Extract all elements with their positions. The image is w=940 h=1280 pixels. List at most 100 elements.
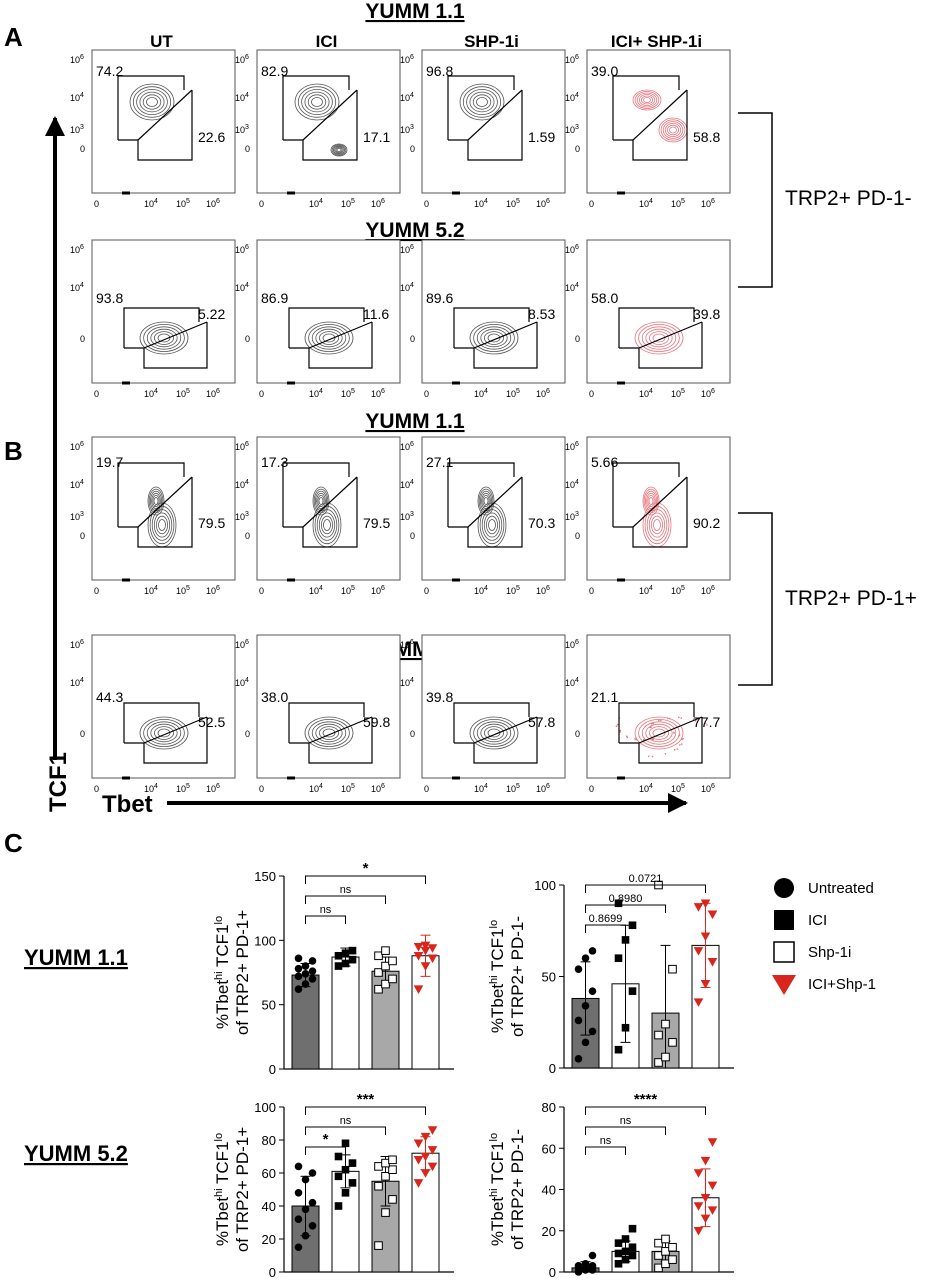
event-dot <box>676 748 679 750</box>
contour-line <box>645 723 673 743</box>
contour-line <box>136 89 168 116</box>
pct-lower: 52.5 <box>198 714 225 730</box>
ytick-mid: 104 <box>565 282 579 293</box>
point-circle <box>301 980 310 988</box>
point-circle <box>588 947 597 955</box>
point-triangle <box>700 1214 711 1224</box>
point-square <box>348 1179 357 1187</box>
ytick-zero: 0 <box>410 531 415 541</box>
contour-line <box>641 721 677 745</box>
xtick-zero: 0 <box>94 199 99 209</box>
point-triangle <box>427 1126 438 1135</box>
xtick-4-exp: 4 <box>649 783 653 790</box>
contour-line <box>318 497 324 505</box>
point-open-square <box>668 1242 677 1252</box>
event-dot <box>678 734 681 736</box>
ytick-low-exp: 3 <box>575 124 579 131</box>
ytick-mid: 104 <box>565 479 579 490</box>
column-head-1: ICI <box>316 32 338 51</box>
y-tick-label: 0 <box>269 1062 276 1077</box>
xtick-4: 104 <box>639 198 653 209</box>
legend-label: Shp-1i <box>808 944 851 961</box>
ytick-zero: 0 <box>245 144 250 154</box>
gate-diagonal <box>473 321 538 349</box>
point-square <box>621 1235 630 1243</box>
event-dot <box>704 722 707 725</box>
point-triangle <box>427 1162 438 1172</box>
ytick-top-base: 10 <box>400 245 410 255</box>
y-label-line2: of TRP2+ PD-1- <box>508 1129 527 1250</box>
contour-line <box>312 486 330 516</box>
ytick-top-exp: 6 <box>80 441 84 448</box>
contour-line <box>648 512 666 538</box>
bar-1 <box>331 1170 360 1273</box>
pct-lower: 1.59 <box>528 129 555 145</box>
xtick-6-base: 10 <box>206 586 216 596</box>
ytick-top-exp: 6 <box>80 54 84 61</box>
xtick-6: 106 <box>536 198 550 209</box>
ytick-zero: 0 <box>80 531 85 541</box>
xtick-5-exp: 5 <box>351 388 355 395</box>
xtick-6: 106 <box>536 783 550 794</box>
ytick-mid-exp: 4 <box>575 282 579 289</box>
ytick-mid: 104 <box>70 282 84 293</box>
ytick-mid: 104 <box>235 92 249 103</box>
ytick-top-base: 10 <box>235 640 245 650</box>
ytick-mid-exp: 4 <box>80 479 84 486</box>
event-dot <box>669 717 671 720</box>
ytick-mid-exp: 4 <box>245 282 249 289</box>
contour-line <box>153 726 174 740</box>
ytick-zero: 0 <box>245 531 250 541</box>
event-dot <box>694 720 697 722</box>
point-circle <box>294 985 303 994</box>
point-square <box>628 987 637 995</box>
event-dot <box>619 731 621 733</box>
y-label-sup1: hi <box>488 975 500 984</box>
xtick-6: 106 <box>701 198 715 209</box>
xtick-5: 105 <box>506 198 520 209</box>
y-label-sup2: lo <box>488 920 500 929</box>
ytick-top-base: 10 <box>70 640 80 650</box>
xtick-5-exp: 5 <box>681 783 685 790</box>
ytick-top: 106 <box>70 441 84 452</box>
contour-line <box>649 726 670 740</box>
xtick-6-base: 10 <box>206 784 216 794</box>
point-triangle <box>700 1156 711 1166</box>
ytick-mid-base: 10 <box>70 480 80 490</box>
xtick-6-base: 10 <box>206 199 216 209</box>
xtick-4: 104 <box>144 388 158 399</box>
contour-line <box>660 119 686 141</box>
pct-upper: 86.9 <box>261 290 288 306</box>
ytick-mid: 104 <box>70 479 84 490</box>
contour-line <box>483 512 501 538</box>
xtick-5-base: 10 <box>341 199 351 209</box>
contour-line <box>335 147 343 153</box>
comparison-bracket <box>585 904 666 913</box>
point-square <box>341 949 350 957</box>
xtick-zero: 0 <box>259 389 264 399</box>
pct-lower: 70.3 <box>528 515 555 531</box>
ytick-mid-exp: 4 <box>80 282 84 289</box>
ytick-top-exp: 6 <box>245 244 249 251</box>
xtick-4-base: 10 <box>639 784 649 794</box>
ytick-mid-base: 10 <box>400 283 410 293</box>
contour-line <box>642 486 660 516</box>
contour-line <box>634 321 684 355</box>
y-tick-label: 0 <box>269 1265 276 1280</box>
plot-frame <box>256 239 401 384</box>
comparison-label: 0.8699 <box>589 913 623 925</box>
ytick-low: 103 <box>70 511 84 522</box>
xtick-zero: 0 <box>94 784 99 794</box>
y-label-sup2: lo <box>213 1133 225 1142</box>
contour-line <box>316 509 338 541</box>
point-open-square <box>374 951 383 961</box>
event-dot <box>680 717 683 719</box>
gate-diagonal <box>638 716 703 744</box>
xtick-6-exp: 6 <box>381 585 385 592</box>
plot-frame <box>91 634 236 779</box>
event-dot <box>664 752 667 755</box>
point-square <box>614 954 623 962</box>
contour-line <box>139 91 165 113</box>
